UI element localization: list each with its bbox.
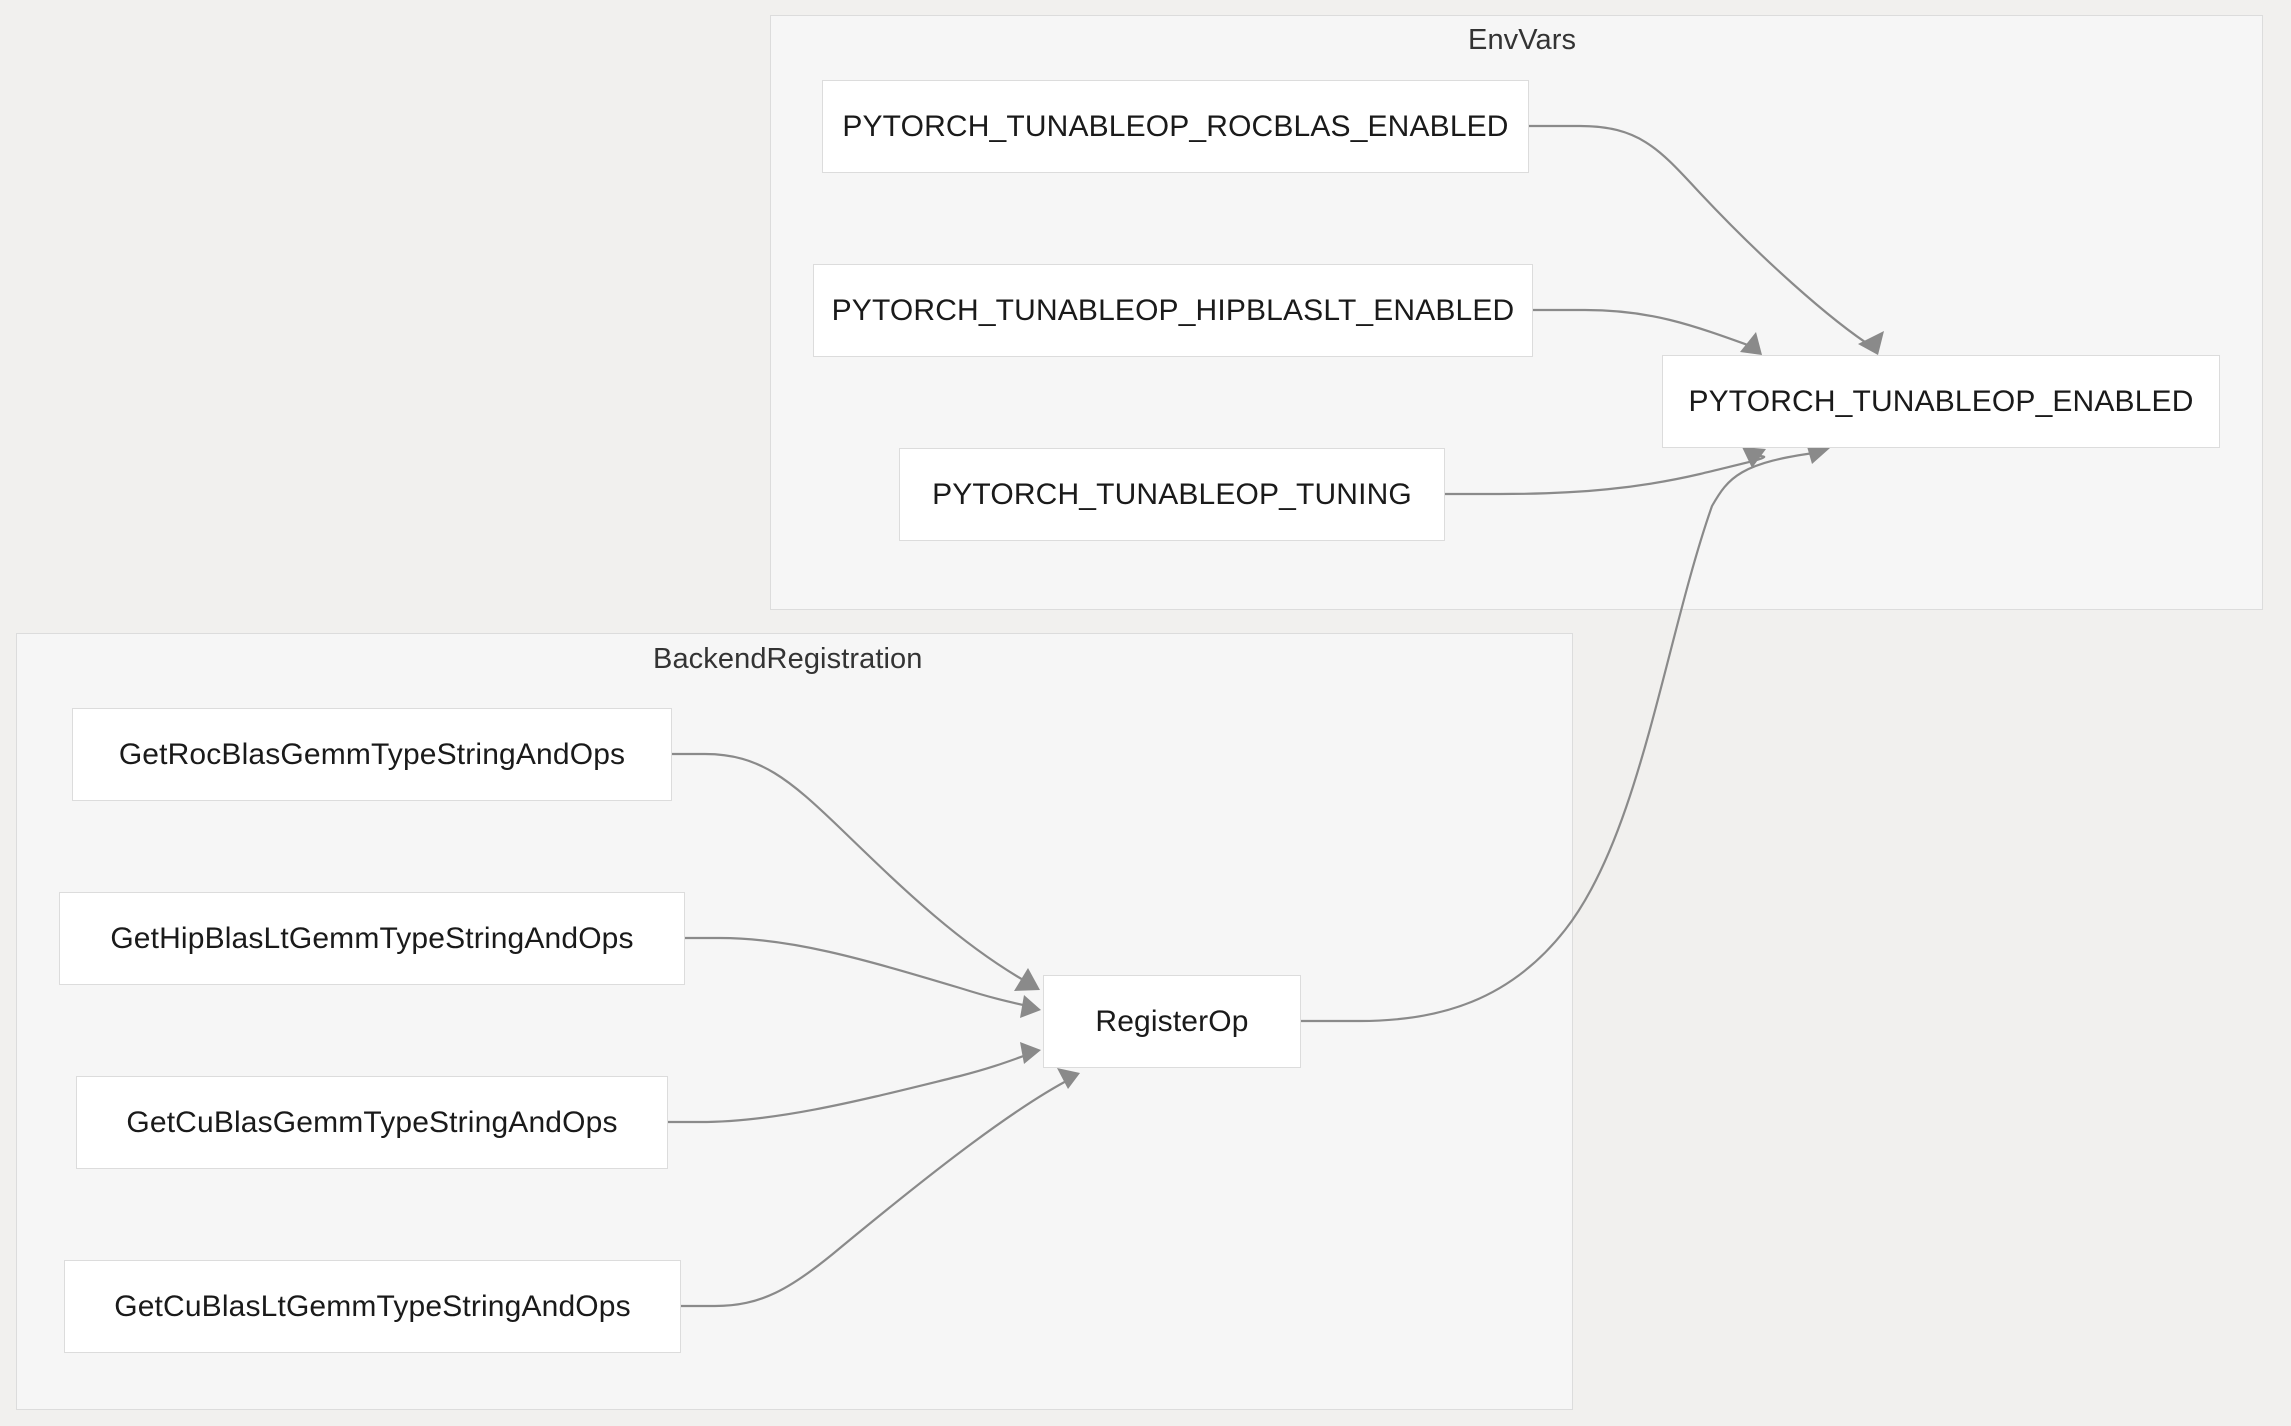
node-pytorch-tunableop-enabled[interactable]: PYTORCH_TUNABLEOP_ENABLED (1662, 355, 2220, 448)
node-pytorch-tunableop-hipblaslt-enabled[interactable]: PYTORCH_TUNABLEOP_HIPBLASLT_ENABLED (813, 264, 1533, 357)
node-registerop[interactable]: RegisterOp (1043, 975, 1301, 1068)
node-pytorch-tunableop-tuning[interactable]: PYTORCH_TUNABLEOP_TUNING (899, 448, 1445, 541)
node-get-rocblas-gemm-type-string-and-ops[interactable]: GetRocBlasGemmTypeStringAndOps (72, 708, 672, 801)
node-get-cublas-gemm-type-string-and-ops[interactable]: GetCuBlasGemmTypeStringAndOps (76, 1076, 668, 1169)
node-get-cublaslt-gemm-type-string-and-ops[interactable]: GetCuBlasLtGemmTypeStringAndOps (64, 1260, 681, 1353)
cluster-label-envvars: EnvVars (1468, 24, 1577, 56)
node-get-hipblaslt-gemm-type-string-and-ops[interactable]: GetHipBlasLtGemmTypeStringAndOps (59, 892, 685, 985)
cluster-label-backendregistration: BackendRegistration (653, 643, 923, 675)
node-pytorch-tunableop-rocblas-enabled[interactable]: PYTORCH_TUNABLEOP_ROCBLAS_ENABLED (822, 80, 1529, 173)
